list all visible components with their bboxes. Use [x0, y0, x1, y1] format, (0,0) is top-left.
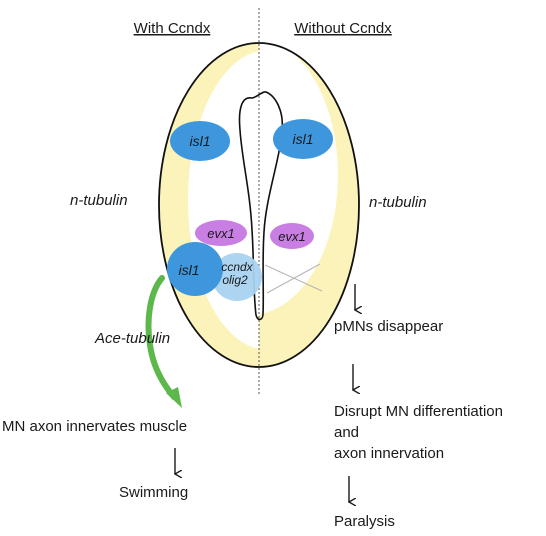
ace-tubulin-arrow-head [166, 387, 182, 408]
right-step2-line2: and [334, 424, 359, 441]
right-step1-text: pMNs disappear [334, 318, 443, 335]
isl1-domain-top-right [273, 119, 333, 159]
spinal-cord-outline [158, 42, 360, 368]
right-step2-line3: axon innervation [334, 445, 444, 462]
olig2-domain [212, 253, 262, 301]
olig2-label: olig2 [222, 273, 248, 287]
isl1-domain-bottom-left [167, 242, 223, 296]
ace-tubulin-axon-arrow [145, 275, 177, 400]
missing-domain-cross [264, 263, 323, 294]
left-step1-text: MN axon innervates muscle [2, 418, 187, 435]
isl1-domain-top-left [170, 121, 230, 161]
evx1-left-label: evx1 [207, 226, 234, 241]
central-canal [238, 91, 284, 321]
header-without-ccndx: Without Ccndx [294, 20, 392, 37]
left-step2-text: Swimming [119, 484, 188, 501]
header-with-ccndx: With Ccndx [134, 20, 211, 37]
right-step3-text: Paralysis [334, 513, 395, 530]
isl1-top-left-label: isl1 [189, 133, 210, 149]
ntubulin-right-label: n-tubulin [369, 194, 427, 211]
ntubulin-left-label: n-tubulin [70, 192, 128, 209]
ccndx-label: ccndx [221, 260, 253, 274]
evx1-domain-right [270, 223, 314, 249]
isl1-top-right-label: isl1 [292, 131, 313, 147]
right-step2-line1: Disrupt MN differentiation [334, 403, 503, 420]
evx1-right-label: evx1 [278, 229, 305, 244]
isl1-bottom-left-label: isl1 [178, 262, 199, 278]
ace-tubulin-label: Ace-tubulin [94, 330, 170, 347]
evx1-domain-left [195, 220, 247, 246]
